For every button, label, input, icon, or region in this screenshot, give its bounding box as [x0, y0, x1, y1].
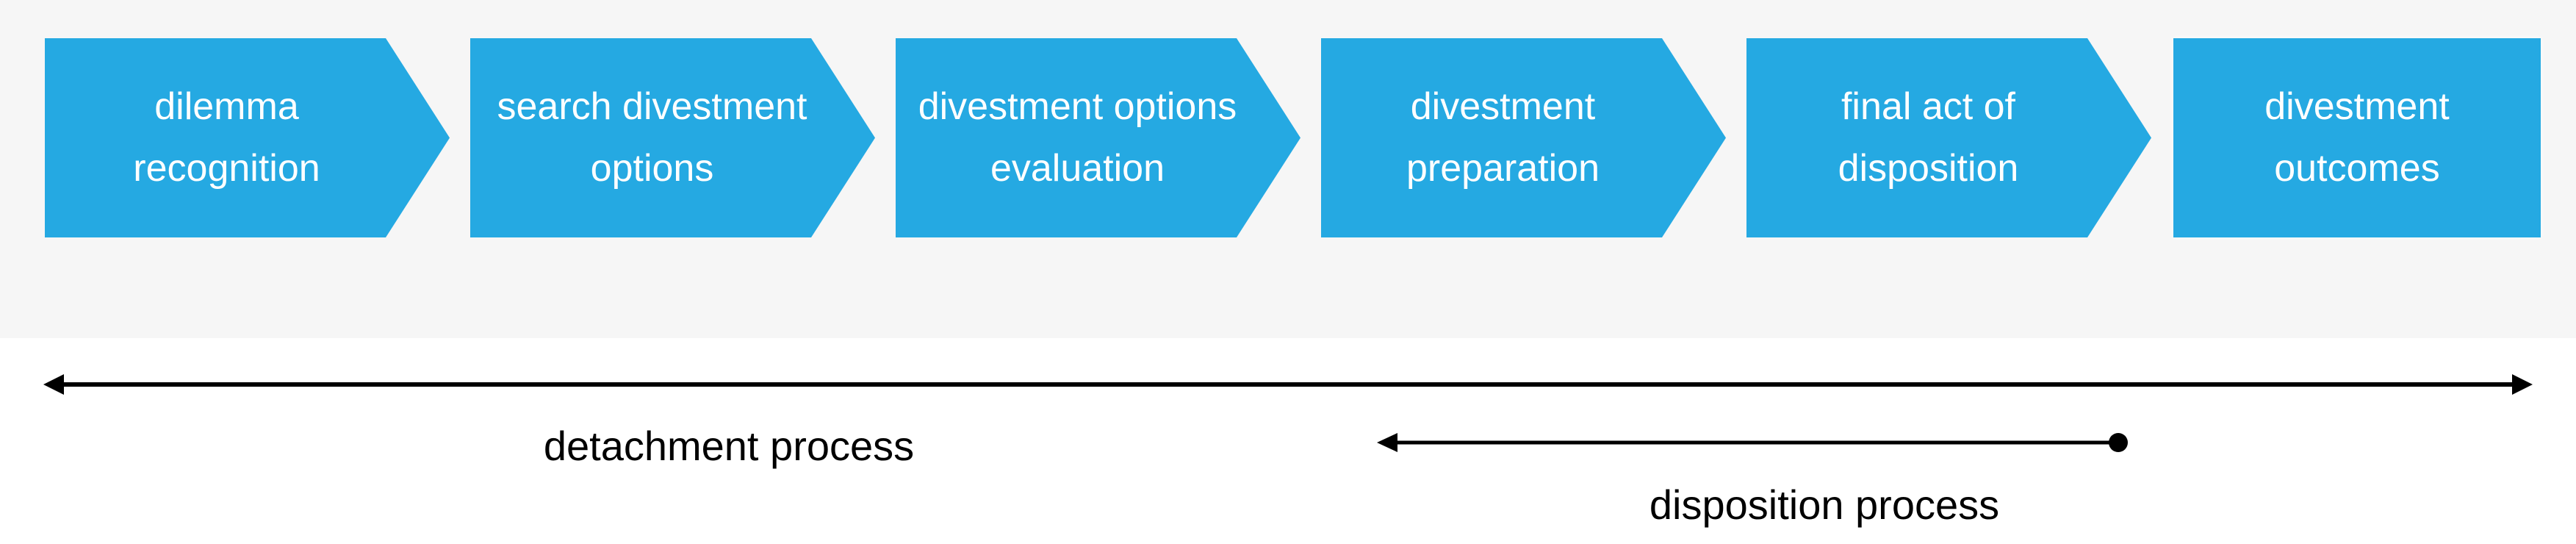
stage-label: divestment preparation	[1406, 85, 1600, 190]
stage-label: dilemma recognition	[133, 85, 320, 190]
detachment-arrowhead-left-icon	[43, 374, 64, 395]
stage-final-act-of-disposition: final act of disposition	[1746, 38, 2151, 237]
stage-label: divestment options evaluation	[918, 85, 1237, 190]
disposition-process-label: disposition process	[1649, 482, 2000, 528]
disposition-arrowhead-left-icon	[1377, 433, 1397, 452]
detachment-process-label: detachment process	[543, 423, 915, 469]
detachment-arrowhead-right-icon	[2512, 374, 2533, 395]
stage-label: divestment outcomes	[2264, 85, 2450, 190]
stage-divestment-outcomes: divestment outcomes	[2173, 38, 2541, 237]
stage-dilemma-recognition: dilemma recognition	[45, 38, 450, 237]
stage-label: search divestment options	[497, 85, 807, 190]
stage-label: final act of disposition	[1838, 85, 2019, 190]
stage-divestment-preparation: divestment preparation	[1321, 38, 1726, 237]
disposition-arrow-dot-icon	[2109, 433, 2128, 452]
stage-divestment-options-evaluation: divestment options evaluation	[896, 38, 1300, 237]
stage-search-divestment-options: search divestment options	[470, 38, 875, 237]
